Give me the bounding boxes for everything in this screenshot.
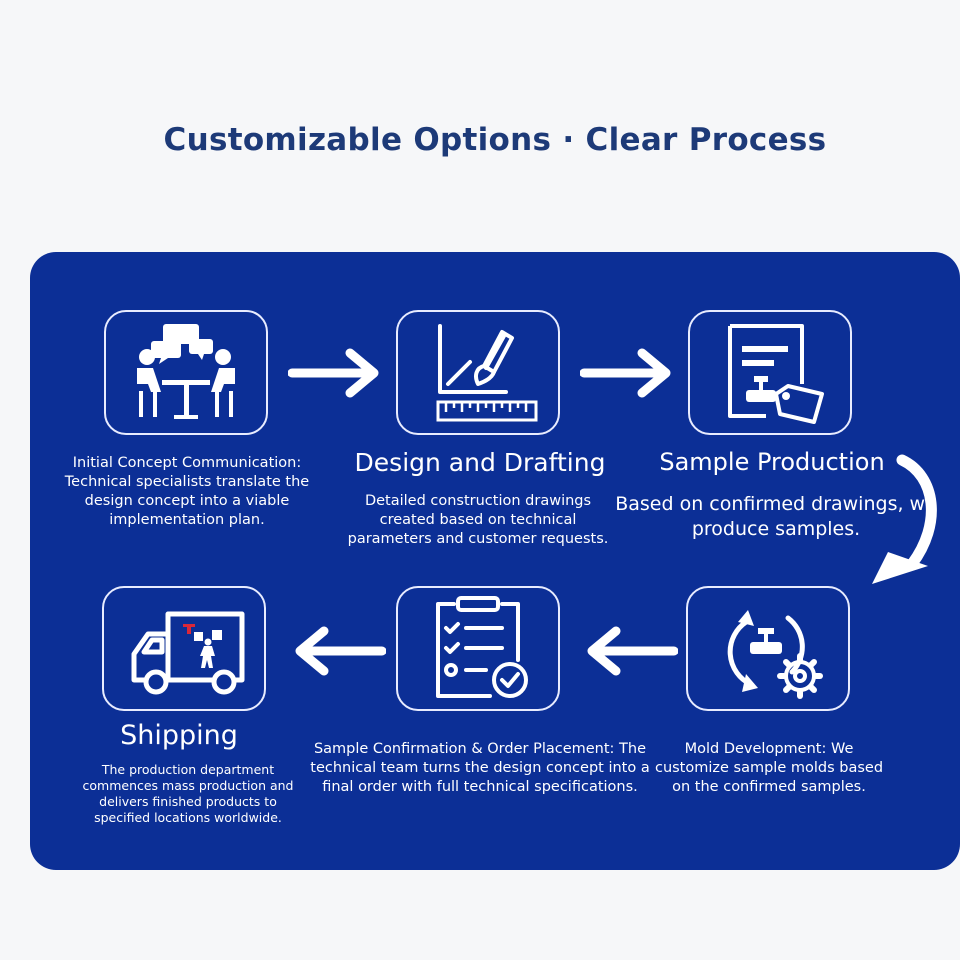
step-4-icon-box [686, 586, 850, 711]
step-1-description: Initial Concept Communication: Technical… [64, 455, 310, 528]
curved-arrow-down-icon [872, 454, 937, 584]
checklist-icon [436, 596, 528, 698]
step-2-icon-box [396, 310, 560, 435]
arrow-left-icon [587, 626, 678, 676]
delivery-truck-icon [131, 611, 245, 695]
step-6-icon-box [102, 586, 266, 711]
mold-gear-icon [727, 610, 823, 699]
arrow-right-icon [288, 348, 379, 398]
arrow-left-icon [295, 626, 386, 676]
meeting-icon [137, 324, 235, 419]
step-3-icon-box [688, 310, 852, 435]
step-2-title: Design and Drafting [354, 448, 606, 477]
step-5-description: Sample Confirmation & Order Placement: T… [310, 741, 650, 795]
drafting-icon [436, 324, 538, 422]
step-3-title: Sample Production [659, 448, 885, 476]
step-4-description: Mold Development: We customize sample mo… [654, 741, 884, 795]
step-2-description: Detailed construction drawings created b… [347, 493, 609, 547]
step-1-icon-box [104, 310, 268, 435]
step-6-description: The production department commences mass… [82, 762, 294, 825]
sample-document-icon [728, 324, 824, 424]
step-6-title: Shipping [120, 720, 238, 751]
arrow-right-icon [580, 348, 671, 398]
step-5-icon-box [396, 586, 560, 711]
process-panel: Initial Concept Communication: Technical… [30, 252, 960, 870]
step-3-description: Based on confirmed drawings, we produce … [615, 493, 937, 540]
page-title: Customizable Options · Clear Process [163, 122, 827, 158]
